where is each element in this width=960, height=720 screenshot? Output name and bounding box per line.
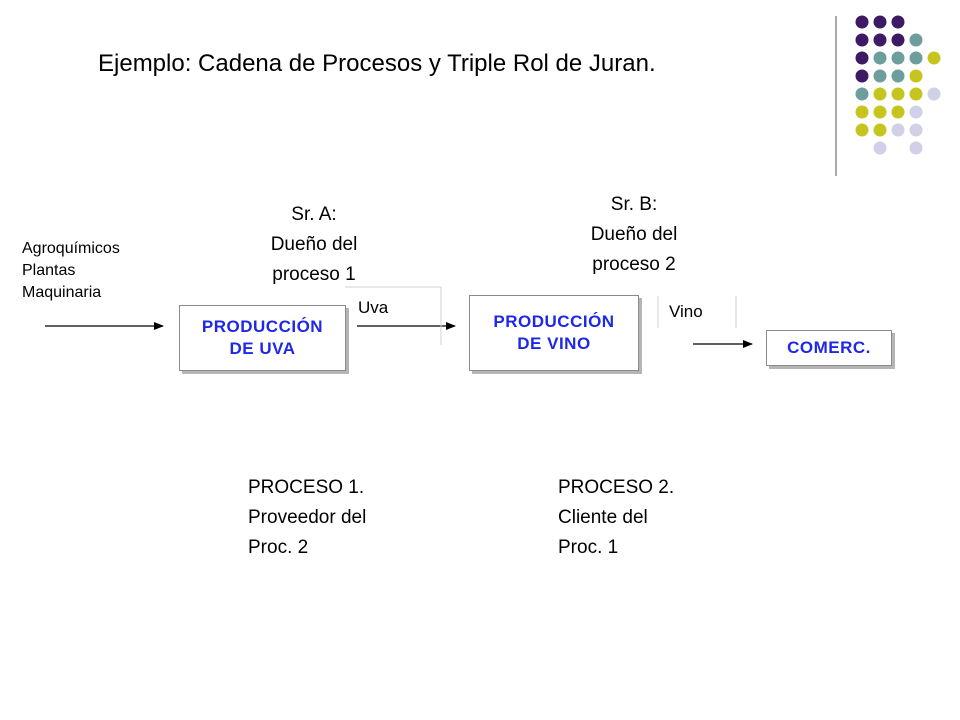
decorative-dot [909, 105, 923, 119]
box-uva-line2: DE UVA [229, 339, 296, 358]
proc-2-line2: Cliente del [558, 507, 648, 528]
proc-1-line3: Proc. 2 [248, 537, 309, 558]
decorative-dot [873, 69, 887, 83]
decorative-dot [873, 87, 887, 101]
decorative-dot [909, 33, 923, 47]
proc-2-line3: Proc. 1 [558, 537, 619, 558]
owner-b-line2: Dueño del [590, 224, 678, 245]
decorative-dot [873, 123, 887, 137]
decorative-dot [891, 33, 905, 47]
decorative-dot [855, 51, 869, 65]
decorative-dot [909, 123, 923, 137]
process-inputs-list: Agroquímicos Plantas Maquinaria [22, 238, 120, 304]
input-item: Agroquímicos [22, 240, 120, 257]
decorative-dot [873, 51, 887, 65]
decorative-dot [891, 105, 905, 119]
decorative-dot [909, 141, 923, 155]
owner-b-line3: proceso 2 [592, 254, 676, 275]
flow-label-uva: Uva [358, 298, 389, 317]
decorative-dot [873, 105, 887, 119]
decorative-dot [873, 33, 887, 47]
owner-a-line1: Sr. A: [291, 204, 337, 225]
decorative-dot-grid [835, 15, 941, 176]
box-uva-line1: PRODUCCIÓN [201, 317, 324, 336]
owner-a-label: Sr. A: Dueño del proceso 1 [250, 200, 378, 290]
box-vino-line2: DE VINO [517, 334, 591, 353]
decorative-dot [891, 87, 905, 101]
process-box-uva: PRODUCCIÓN DE UVA [179, 305, 346, 371]
decorative-dot [891, 123, 905, 137]
owner-b-label: Sr. B: Dueño del proceso 2 [570, 190, 698, 280]
decorative-dot [909, 87, 923, 101]
decorative-dot [855, 87, 869, 101]
decorative-dot [927, 87, 941, 101]
process-1-description: PROCESO 1. Proveedor del Proc. 2 [248, 473, 366, 563]
proc-2-line1: PROCESO 2. [558, 477, 675, 498]
process-box-comerc: COMERC. [766, 330, 892, 366]
input-item: Plantas [22, 262, 76, 279]
decorative-dot [927, 51, 941, 65]
decorative-dot [855, 105, 869, 119]
box-comerc-label: COMERC. [787, 338, 871, 357]
decorative-dot [855, 15, 869, 29]
owner-a-line3: proceso 1 [272, 264, 356, 285]
owner-a-line2: Dueño del [270, 234, 358, 255]
decorative-dot [909, 69, 923, 83]
decorative-dot [855, 33, 869, 47]
decorative-dot [855, 69, 869, 83]
box-vino-line1: PRODUCCIÓN [493, 312, 615, 331]
decorative-dot [891, 15, 905, 29]
flow-label-vino: Vino [669, 302, 703, 321]
proc-1-line1: PROCESO 1. [248, 477, 365, 498]
decorative-dot [873, 15, 887, 29]
decorative-dot [891, 69, 905, 83]
proc-1-line2: Proveedor del [248, 507, 367, 528]
process-2-description: PROCESO 2. Cliente del Proc. 1 [558, 473, 674, 563]
decorative-dot [873, 141, 887, 155]
decorative-dot [909, 51, 923, 65]
page-title: Ejemplo: Cadena de Procesos y Triple Rol… [98, 50, 656, 77]
decorative-dot [891, 51, 905, 65]
input-item: Maquinaria [22, 284, 102, 301]
process-box-vino: PRODUCCIÓN DE VINO [469, 295, 639, 371]
owner-b-line1: Sr. B: [610, 194, 658, 215]
decorative-dot [855, 123, 869, 137]
